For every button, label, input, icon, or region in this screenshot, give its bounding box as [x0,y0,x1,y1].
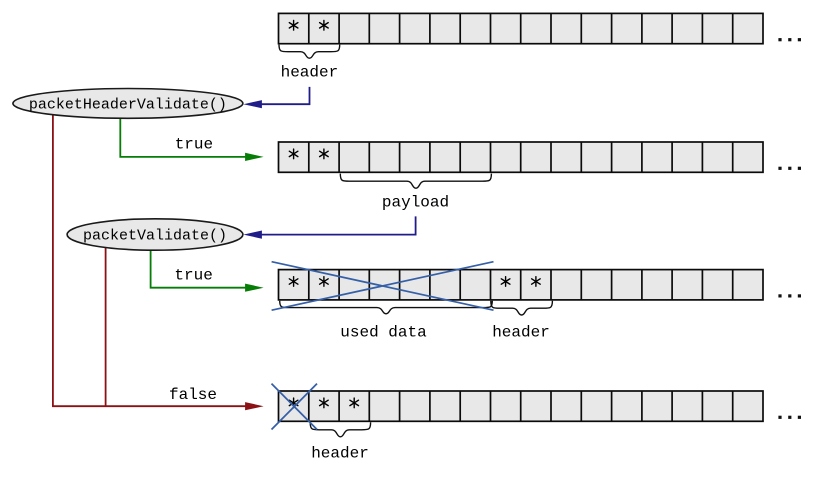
svg-text:false: false [169,386,217,404]
svg-text:payload: payload [382,193,449,211]
svg-text:used data: used data [340,323,427,341]
svg-text:header: header [311,445,369,463]
svg-text:header: header [281,64,339,82]
svg-text:header: header [492,323,550,341]
svg-text:packetHeaderValidate(): packetHeaderValidate() [29,97,227,114]
svg-text:true: true [175,135,213,153]
svg-text:true: true [174,267,212,285]
svg-text:packetValidate(): packetValidate() [83,228,227,245]
